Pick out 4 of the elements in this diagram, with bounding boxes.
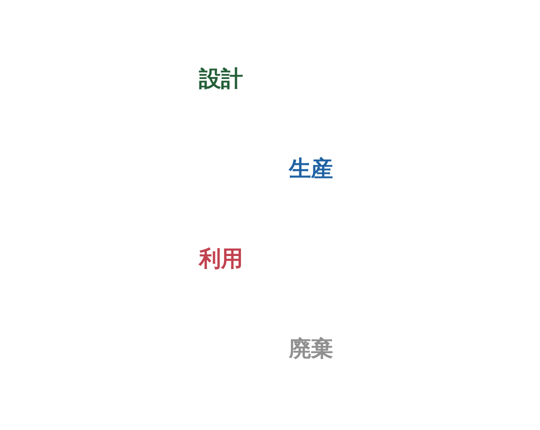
stage-label: 利用	[199, 246, 243, 274]
stage-label: 廃棄	[289, 336, 333, 364]
stage-label: 生産	[289, 156, 333, 184]
stage-label: 設計	[199, 66, 243, 94]
